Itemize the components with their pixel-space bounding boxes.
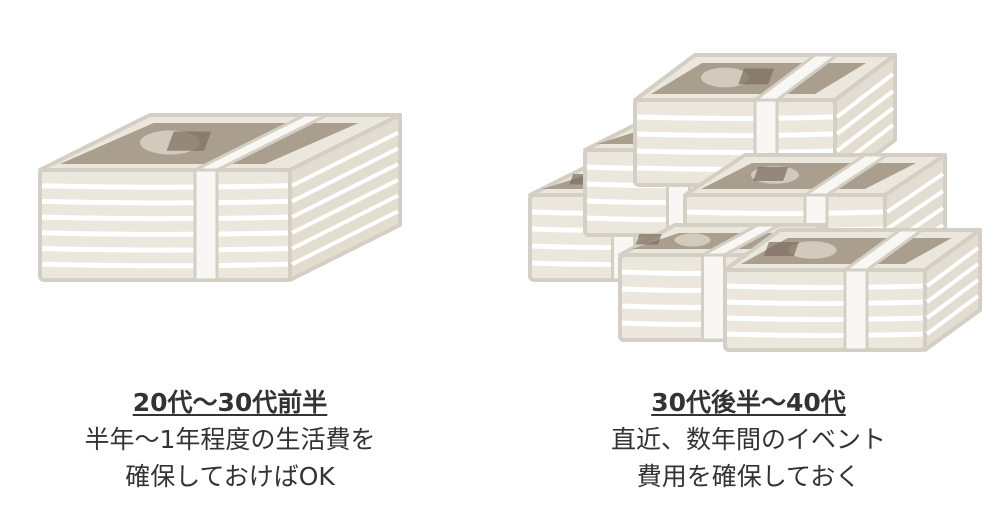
right-title: 30代後半〜40代 bbox=[651, 388, 846, 417]
money-stack-icon bbox=[38, 113, 402, 282]
right-panel: 30代後半〜40代 直近、数年間のイベント 費用を確保しておく bbox=[500, 0, 997, 519]
left-line-2: 確保しておけばOK bbox=[125, 462, 335, 491]
banknote-bundle-icon bbox=[723, 228, 982, 352]
right-line-2: 費用を確保しておく bbox=[636, 462, 861, 491]
banknote-bundle-icon bbox=[38, 113, 402, 282]
left-line-1: 半年〜1年程度の生活費を bbox=[84, 425, 376, 454]
banknote-bundle-icon bbox=[633, 53, 897, 187]
left-panel: 20代〜30代前半 半年〜1年程度の生活費を 確保しておけばOK bbox=[0, 0, 460, 519]
right-caption: 30代後半〜40代 直近、数年間のイベント 費用を確保しておく bbox=[500, 384, 997, 495]
left-title: 20代〜30代前半 bbox=[132, 388, 328, 417]
left-caption: 20代〜30代前半 半年〜1年程度の生活費を 確保しておけばOK bbox=[0, 384, 460, 495]
right-line-1: 直近、数年間のイベント bbox=[610, 425, 886, 454]
banknote-bundle-icon bbox=[38, 113, 402, 282]
money-pile-icon bbox=[528, 53, 982, 352]
banknote-pile-icon bbox=[528, 53, 982, 352]
